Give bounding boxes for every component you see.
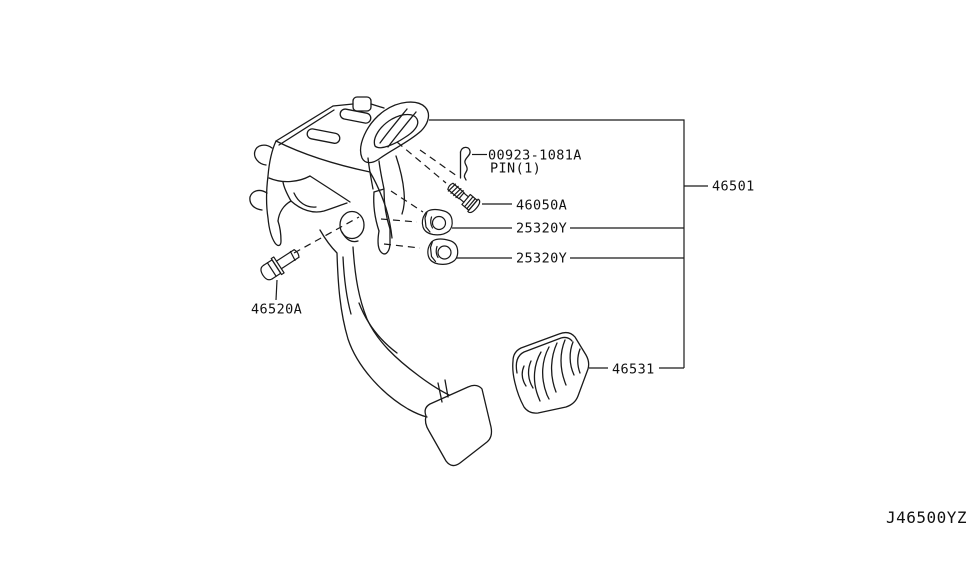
lever-strap-left	[367, 157, 374, 190]
part-label-25320y-upper: 25320Y	[516, 221, 567, 237]
bracket-left-tab-upper	[253, 144, 273, 166]
dash-line-from-bolt-46520a	[293, 216, 360, 254]
pivot-boss	[339, 210, 365, 240]
bracket-arch-inner	[373, 113, 419, 149]
bracket-slot-right	[339, 108, 372, 124]
bracket-under-curve-3	[290, 200, 348, 213]
bolt-flange	[467, 198, 481, 214]
pedal-arm-right-edge	[352, 246, 450, 396]
nut-25320y-upper-drawing	[421, 208, 453, 236]
pedal-arm-foot-line-2	[444, 379, 449, 398]
bracket-arch-strap-1	[379, 108, 408, 144]
pad-rib	[542, 346, 550, 400]
bracket-rear-edge-2	[370, 103, 385, 109]
bracket-right-rear-edge	[395, 155, 406, 215]
bracket-top-tab	[352, 96, 372, 112]
cotter-pin-drawing	[459, 146, 471, 181]
lever-strap-right	[378, 160, 385, 190]
bracket-under-curve-2	[309, 175, 351, 203]
bracket-topface-front-edge	[275, 140, 371, 173]
part-label-25320y-lower: 25320Y	[516, 251, 567, 267]
pad-rib	[533, 351, 542, 402]
nut-25320y-lower-drawing	[427, 238, 459, 265]
nut-hole	[431, 215, 447, 231]
nut-outer	[421, 208, 453, 236]
bracket-left-tab-lower	[249, 189, 268, 211]
bracket-arch-strap-2	[387, 111, 417, 148]
part-label-46531: 46531	[612, 362, 655, 378]
bolt-head-facets	[463, 196, 476, 210]
dash-line-to-upper-nut	[380, 218, 418, 223]
pad-rib	[569, 341, 575, 376]
bolt-shank	[458, 192, 469, 203]
dash-line-to-bolt-46050a	[396, 141, 447, 184]
nut-facet	[424, 211, 431, 233]
pedal-plate	[424, 384, 493, 467]
bracket-leg	[277, 181, 292, 222]
bracket-arch-outer	[360, 101, 430, 164]
pad-rib	[521, 365, 527, 387]
nut-hole	[437, 245, 452, 260]
bolt-thread-tick	[289, 250, 296, 261]
bracket-left-face	[265, 140, 282, 247]
bracket-slot-left	[306, 128, 341, 144]
pad-outline	[512, 331, 590, 414]
assembly-bracket-line	[429, 119, 685, 368]
pad-edge-line	[515, 336, 573, 374]
part-label-pin-number: 00923-1081A	[488, 148, 582, 164]
nut-facet	[429, 240, 437, 263]
bolt-head-facet	[266, 262, 277, 277]
bolt-tip	[293, 249, 300, 258]
part-label-46520a: 46520A	[251, 302, 302, 318]
bracket-top-edge-inner	[278, 109, 335, 146]
diagram-code: J46500YZ	[886, 508, 967, 527]
pad-rib	[550, 342, 558, 393]
bolt-threads	[447, 183, 464, 199]
dash-line-clevis-to-nut	[390, 190, 424, 213]
pivot-boss-arc	[341, 231, 359, 243]
leader-bolt-46520a	[275, 279, 278, 301]
dash-line-to-lower-nut	[383, 243, 421, 249]
nut-inner-arc	[435, 245, 439, 259]
assembly-dashed-lines	[293, 141, 458, 254]
bracket-under-curve-4	[293, 192, 317, 208]
bracket-under-curve-1	[268, 175, 311, 183]
nut-inner-arc	[430, 216, 434, 229]
dash-line-to-pin	[419, 149, 458, 177]
bolt-46050a-drawing	[447, 182, 481, 214]
part-label-pin-note: PIN(1)	[490, 161, 541, 177]
clevis-end	[377, 228, 391, 255]
part-label-46050a: 46050A	[516, 198, 567, 214]
pad-rib	[577, 348, 581, 374]
pedal-pad-drawing	[512, 331, 590, 414]
part-label-46501: 46501	[712, 179, 755, 195]
pad-rib	[560, 339, 567, 386]
callout-lines	[275, 119, 708, 369]
bolt-46520a-drawing	[260, 249, 300, 281]
bolt-head-cap	[260, 264, 273, 281]
bracket-right-front-edge	[369, 171, 393, 239]
clevis-top	[373, 188, 385, 193]
bracket-rear-edge	[332, 103, 354, 107]
pad-rib	[527, 360, 534, 389]
pin-squiggle	[459, 146, 471, 181]
clevis-edge-right	[383, 189, 391, 230]
bolt-washer	[270, 256, 285, 276]
pedal-bracket-assembly-drawing	[249, 96, 493, 467]
pedal-arm-hem-line	[358, 302, 398, 354]
pedal-arm-left-edge	[319, 229, 428, 418]
nut-outer	[427, 238, 459, 265]
clevis-edge-left	[373, 191, 380, 232]
pedal-arm-inner-line	[342, 256, 352, 315]
bracket-top-edge	[275, 105, 334, 142]
